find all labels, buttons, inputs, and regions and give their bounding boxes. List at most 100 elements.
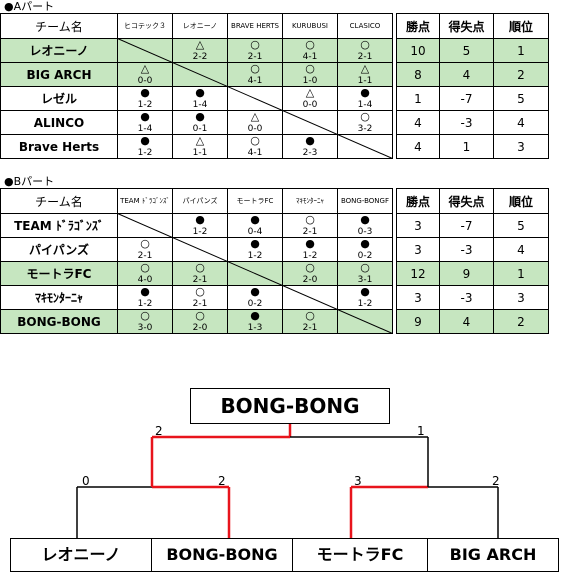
wins-value: 3 [396,285,440,310]
result-score: 2-1 [357,52,373,62]
result-score: 2-1 [302,227,318,237]
result-cell: △0-0 [282,86,338,111]
diff-value: -3 [439,110,494,135]
header-wins: 勝点 [396,13,440,39]
result-symbol: ● [305,134,315,147]
result-score: 3-2 [357,124,373,134]
result-cell: ○3-0 [117,309,173,334]
result-score: 2-1 [247,52,263,62]
result-symbol: ○ [305,309,315,322]
result-score: 2-1 [192,299,208,309]
result-symbol: △ [195,38,205,51]
result-cell: ●1-4 [117,110,173,135]
wins-value: 9 [396,309,440,334]
result-symbol: ○ [250,134,260,147]
result-symbol: ○ [140,261,150,274]
self-match-cell [227,86,283,111]
header-rank: 順位 [493,188,549,214]
result-symbol: ● [360,86,370,99]
result-cell: ●1-2 [117,285,173,310]
result-symbol: ○ [360,261,370,274]
result-symbol: ○ [195,285,205,298]
self-match-cell [172,237,228,262]
result-symbol: ● [140,110,150,123]
header-opponent: モートラFC [227,188,283,214]
result-symbol: △ [195,134,205,147]
result-score: 2-1 [302,323,318,333]
final-score-2: 1 [417,424,425,438]
bracket-team-2: BONG-BONG [151,538,293,572]
part-a-label: ●Aパート [4,0,55,13]
header-wins: 勝点 [396,188,440,214]
result-symbol: ● [250,309,260,322]
diff-value: -7 [439,86,494,111]
result-score: 0-2 [247,299,263,309]
final-score-1: 2 [155,424,163,438]
tournament-bracket [76,422,499,538]
result-score: 0-0 [247,124,263,134]
result-cell: ○4-1 [282,38,338,63]
result-cell: ●1-2 [227,237,283,262]
result-cell: ●0-2 [337,237,393,262]
result-cell: △1-1 [337,62,393,87]
result-score: 3-0 [137,323,153,333]
result-symbol: ● [360,237,370,250]
result-cell: △0-0 [227,110,283,135]
result-cell: ●1-4 [172,86,228,111]
rank-value: 2 [493,309,549,334]
header-opponent: KURUBUSI [282,13,338,39]
result-score: 1-2 [302,251,318,261]
result-score: 1-3 [247,323,263,333]
wins-value: 12 [396,261,440,286]
wins-value: 10 [396,38,440,63]
result-symbol: ● [140,86,150,99]
wins-value: 3 [396,213,440,238]
rank-value: 1 [493,38,549,63]
semi-score-4: 2 [492,474,500,488]
result-symbol: ● [360,285,370,298]
rank-value: 3 [493,134,549,159]
result-symbol: ○ [305,213,315,226]
result-cell: ○2-1 [227,38,283,63]
header-rank: 順位 [493,13,549,39]
wins-value: 4 [396,110,440,135]
result-symbol: ○ [360,110,370,123]
result-symbol: △ [250,110,260,123]
part-b-label: ●Bパート [4,175,55,188]
bracket-team-3: モートラFC [292,538,428,572]
result-score: 1-4 [192,100,208,110]
result-cell: △2-2 [172,38,228,63]
self-match-cell [117,38,173,63]
result-symbol: ○ [250,62,260,75]
diff-value: -3 [439,237,494,262]
result-symbol: ● [195,213,205,226]
result-symbol: △ [360,62,370,75]
result-cell: ○4-1 [227,62,283,87]
wins-value: 3 [396,237,440,262]
result-symbol: ● [305,237,315,250]
diff-value: 1 [439,134,494,159]
result-score: 2-1 [137,251,153,261]
semi-score-2: 2 [218,474,226,488]
bracket-team-4: BIG ARCH [427,538,559,572]
result-cell: ●0-4 [227,213,283,238]
result-score: 4-1 [247,76,263,86]
self-match-cell [337,134,393,159]
result-score: 0-1 [192,124,208,134]
result-symbol: ● [250,213,260,226]
result-symbol: ● [250,237,260,250]
result-cell: △0-0 [117,62,173,87]
result-symbol: △ [305,86,315,99]
result-symbol: ○ [195,261,205,274]
result-score: 2-1 [192,275,208,285]
team-name: ALINCO [0,110,118,135]
semi-score-3: 3 [354,474,362,488]
result-cell: ○2-1 [117,237,173,262]
result-score: 0-0 [302,100,318,110]
self-match-cell [117,213,173,238]
